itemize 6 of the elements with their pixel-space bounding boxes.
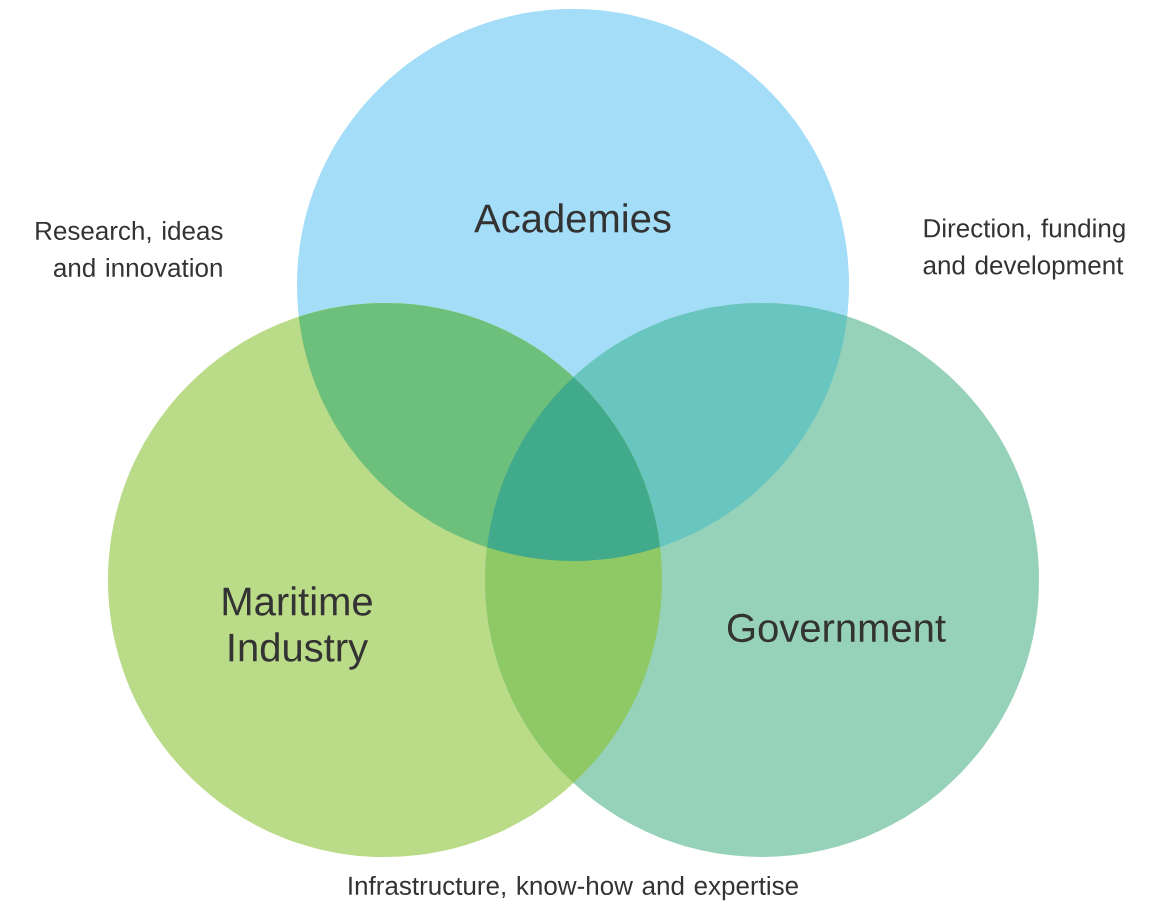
side-note: Direction, funding and development <box>923 218 1125 280</box>
circle-label: Academies <box>474 203 671 233</box>
circle-label: Maritime Industry <box>223 586 372 670</box>
side-note: Infrastructure, know-how and expertise <box>349 875 798 901</box>
circle-label: Government <box>727 613 946 643</box>
side-note: Research, ideas and innovation <box>36 220 223 278</box>
